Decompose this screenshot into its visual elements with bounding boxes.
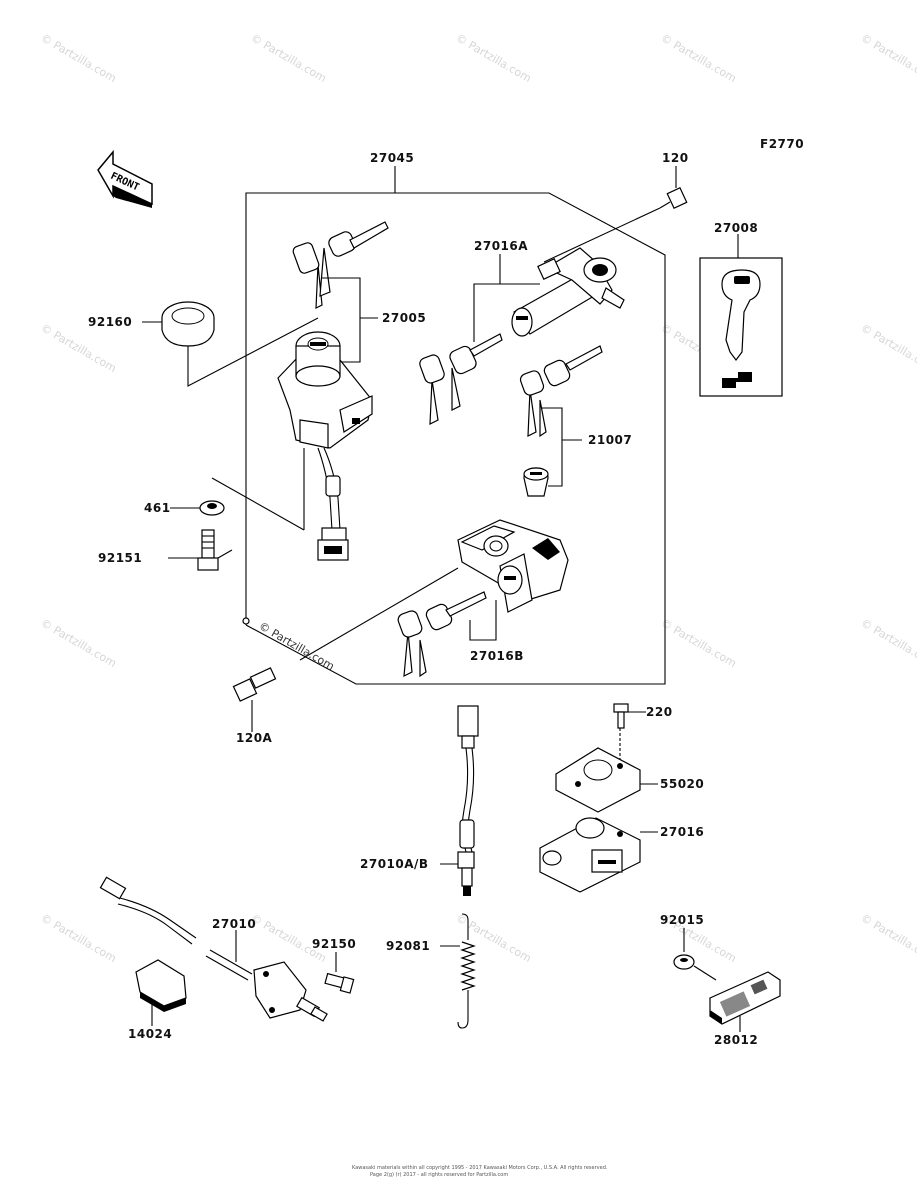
part-label-92150: 92150 xyxy=(312,937,356,951)
watermark-text: © Partzilla.com xyxy=(659,31,739,85)
screw-92150 xyxy=(324,952,355,994)
watermark-text: © Partzilla.com xyxy=(39,31,119,85)
watermark-text: © Partzilla.com xyxy=(859,31,917,85)
watermark-text: © Partzilla.com xyxy=(454,31,534,85)
footer-line-2: Page 2(g) (r) 2017 - all rights reserved… xyxy=(370,1172,508,1178)
watermark-text: © Partzilla.com xyxy=(859,321,917,375)
part-label-120A: 120A xyxy=(236,731,273,745)
washer-461 xyxy=(170,477,305,531)
watermark-text: © Partzilla.com xyxy=(39,321,119,375)
part-label-220: 220 xyxy=(646,705,673,719)
part-label-92081: 92081 xyxy=(386,939,430,953)
part-label-27016B: 27016B xyxy=(470,649,524,663)
keys-27016B xyxy=(397,591,497,678)
label-28012 xyxy=(709,971,781,1032)
rubber-ring-92160 xyxy=(142,301,319,387)
screw-220 xyxy=(613,703,646,768)
bolt-92151 xyxy=(168,529,233,571)
part-label-461: 461 xyxy=(144,501,171,515)
watermarks: © Partzilla.com © Partzilla.com © Partzi… xyxy=(39,31,917,965)
part-label-21007: 21007 xyxy=(588,433,632,447)
part-label-27016: 27016 xyxy=(660,825,704,839)
nut-92015 xyxy=(673,928,717,981)
switch-cable-27010 xyxy=(99,876,328,1022)
seat-lock-27016B xyxy=(299,519,569,661)
ignition-switch xyxy=(277,331,373,561)
part-label-27016A: 27016A xyxy=(474,239,528,253)
front-arrow: FRONT xyxy=(97,149,153,208)
cover-14024 xyxy=(135,959,187,1026)
plate-55020 xyxy=(555,747,658,813)
part-label-92151: 92151 xyxy=(98,551,142,565)
watermark-text: © Partzilla.com xyxy=(859,911,917,965)
part-label-120: 120 xyxy=(662,151,689,165)
footer-line-1: Kawasaki materials within all copyright … xyxy=(352,1165,608,1171)
bracket-27005 xyxy=(322,277,378,363)
part-label-14024: 14024 xyxy=(128,1027,172,1041)
keys-21007 xyxy=(519,345,603,497)
assembly-frame xyxy=(242,166,666,685)
wire-27010AB xyxy=(440,705,479,896)
watermark-text: © Partzilla.com xyxy=(39,911,119,965)
watermark-text: © Partzilla.com xyxy=(859,616,917,670)
part-label-55020: 55020 xyxy=(660,777,704,791)
figure-code: F2770 xyxy=(760,137,804,151)
watermark-text: © Partzilla.com xyxy=(249,31,329,85)
key-card-27008 xyxy=(699,234,783,397)
spring-92081 xyxy=(440,913,476,1029)
part-label-27045: 27045 xyxy=(370,151,414,165)
lock-27016A xyxy=(473,247,625,342)
watermark-text: © Partzilla.com xyxy=(659,616,739,670)
part-label-28012: 28012 xyxy=(714,1033,758,1047)
part-label-92015: 92015 xyxy=(660,913,704,927)
lock-body-27016 xyxy=(539,817,658,893)
part-label-92160: 92160 xyxy=(88,315,132,329)
part-label-27005: 27005 xyxy=(382,311,426,325)
bolt-120A xyxy=(232,667,277,732)
part-label-27010: 27010 xyxy=(212,917,256,931)
part-label-27008: 27008 xyxy=(714,221,758,235)
part-label-27010AB: 27010A/B xyxy=(360,857,429,871)
bolt-120 xyxy=(543,166,688,263)
watermark-text: © Partzilla.com xyxy=(39,616,119,670)
lock-keys-27016A xyxy=(419,333,503,425)
ignition-keys-27005 xyxy=(292,221,389,309)
